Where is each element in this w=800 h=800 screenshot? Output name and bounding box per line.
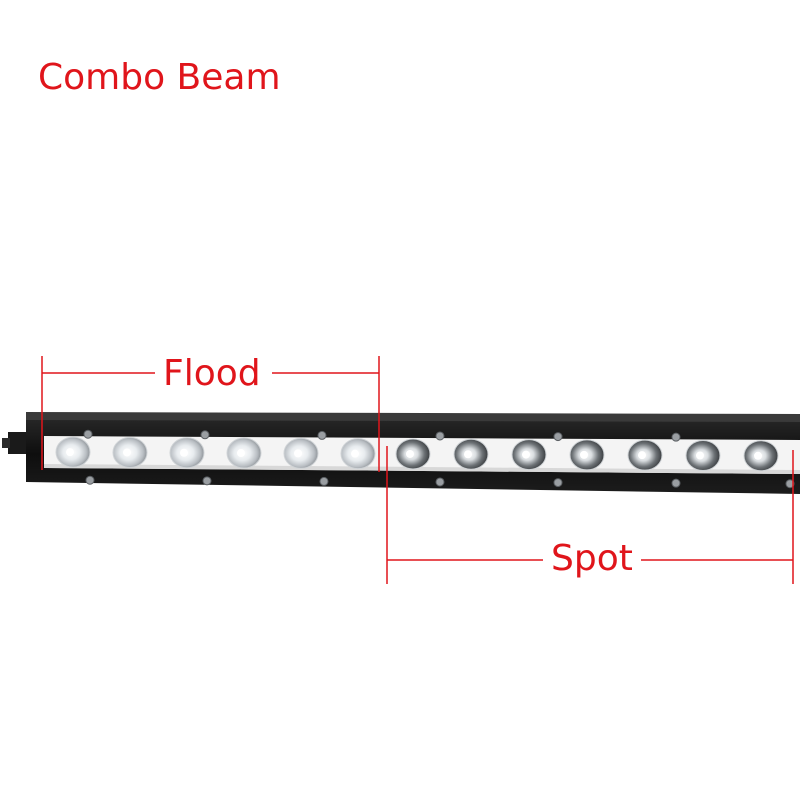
spot-led-chip-7 bbox=[754, 451, 762, 460]
flood-led-chip-6 bbox=[351, 449, 359, 458]
led-row bbox=[55, 436, 779, 472]
spot-dimension bbox=[386, 446, 794, 584]
flood-dimension bbox=[41, 356, 380, 472]
screw-13 bbox=[785, 479, 795, 489]
flood-label: Flood bbox=[155, 356, 269, 392]
spot-led-chip-3 bbox=[522, 450, 530, 459]
screw-11 bbox=[553, 478, 563, 488]
screw-6 bbox=[671, 432, 681, 442]
screw-7 bbox=[85, 475, 95, 485]
screw-10 bbox=[435, 477, 445, 487]
screw-2 bbox=[200, 430, 210, 440]
screw-12 bbox=[671, 478, 681, 488]
screw-1 bbox=[83, 429, 93, 439]
flood-led-chip-1 bbox=[66, 448, 74, 457]
flood-led-chip-2 bbox=[123, 448, 131, 457]
spot-led-chip-6 bbox=[696, 451, 704, 460]
flood-led-chip-3 bbox=[180, 448, 188, 457]
spot-led-chip-4 bbox=[580, 450, 588, 459]
light-bar-top-edge bbox=[26, 412, 800, 422]
screw-8 bbox=[202, 476, 212, 486]
spot-led-chip-1 bbox=[406, 449, 414, 458]
screw-5 bbox=[553, 432, 563, 442]
screw-row bbox=[83, 429, 795, 489]
power-connector bbox=[2, 432, 28, 454]
spot-label: Spot bbox=[543, 541, 641, 577]
flood-led-chip-5 bbox=[294, 449, 302, 458]
page-title: Combo Beam bbox=[38, 57, 281, 98]
screw-4 bbox=[435, 431, 445, 441]
screw-3 bbox=[317, 430, 327, 440]
spot-led-chip-2 bbox=[464, 450, 472, 459]
screw-9 bbox=[319, 476, 329, 486]
spot-led-chip-5 bbox=[638, 451, 646, 460]
flood-led-chip-4 bbox=[237, 449, 245, 458]
